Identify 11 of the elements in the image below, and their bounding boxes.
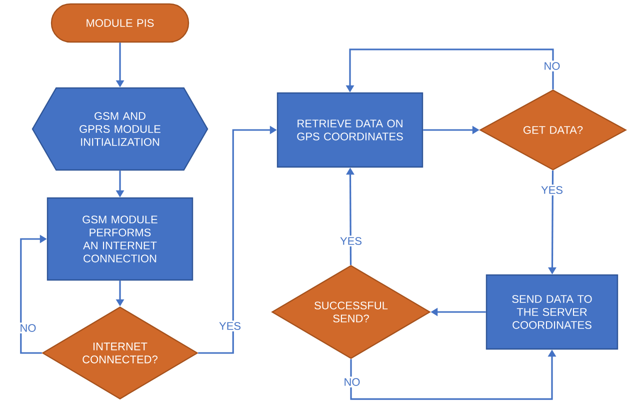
edge-label: NO (542, 60, 562, 72)
process-box: GSM MODULE PERFORMS AN INTERNET CONNECTION (46, 197, 194, 281)
process-box: SEND DATA TO THE SERVER COORDINATES (486, 274, 618, 350)
edge-label: YES (540, 184, 564, 196)
terminal-box: MODULE PIS (50, 3, 190, 43)
edge-label: NO (18, 322, 38, 334)
edge-label: YES (338, 236, 364, 246)
edge-label: NO (342, 376, 362, 388)
preparation-hexagon: GSM AND GPRS MODULE INITIALIZATION (32, 87, 208, 171)
process-box: RETRIEVE DATA ON GPS COORDINATES (276, 92, 424, 168)
edge-label: YES (218, 320, 242, 332)
